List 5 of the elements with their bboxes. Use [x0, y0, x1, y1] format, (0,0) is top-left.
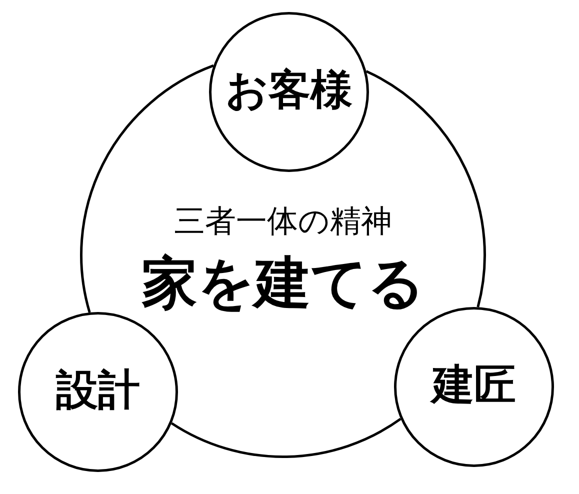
circle-label: 建匠	[432, 364, 516, 406]
circle-label: お客様	[226, 69, 352, 111]
circle-title: 家を建てる	[142, 255, 424, 311]
circle-label: 設計	[56, 369, 140, 411]
circle-subtitle: 三者一体の精神	[174, 206, 392, 238]
